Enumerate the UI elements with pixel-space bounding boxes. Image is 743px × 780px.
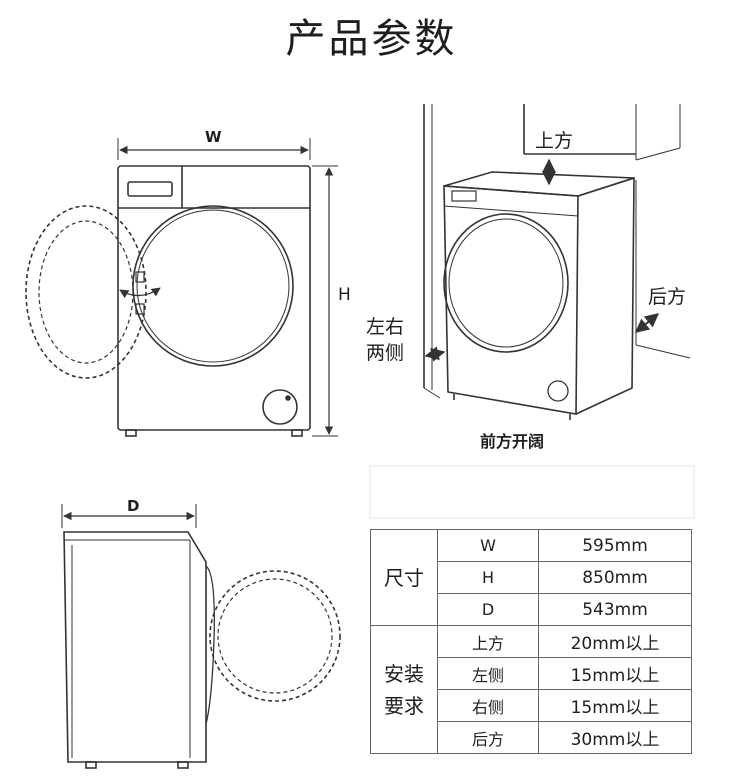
install-group-label-text: 安装要求 bbox=[384, 661, 424, 718]
table-row: 安装要求 上方 20mm以上 bbox=[370, 625, 692, 754]
spec-value: 543mm bbox=[538, 593, 692, 626]
spec-key: D bbox=[437, 593, 539, 626]
size-group-label: 尺寸 bbox=[370, 529, 438, 626]
width-label: W bbox=[205, 128, 222, 146]
table-row: 右侧 15mm以上 bbox=[371, 689, 692, 722]
side-view-drawing bbox=[61, 504, 341, 769]
page-title: 产品参数 bbox=[285, 16, 458, 62]
front-clearance-label: 前方开阔 bbox=[480, 432, 545, 451]
table-row: 尺寸 W 595mm bbox=[370, 529, 692, 626]
spec-key: 上方 bbox=[437, 625, 539, 658]
spec-value: 30mm以上 bbox=[538, 721, 692, 754]
spec-table: 尺寸 W 595mm H 850mm D 543mm 安装要求 上方 20mm以… bbox=[370, 529, 692, 754]
spec-value: 850mm bbox=[538, 561, 692, 594]
table-header-placeholder bbox=[369, 465, 695, 519]
spec-value: 595mm bbox=[538, 529, 692, 562]
spec-key: 左侧 bbox=[437, 657, 539, 690]
front-view-drawing bbox=[25, 138, 338, 437]
install-view-drawing bbox=[423, 104, 691, 420]
spec-key: W bbox=[437, 529, 539, 562]
spec-key: 右侧 bbox=[437, 689, 539, 722]
back-clearance-label: 后方 bbox=[648, 286, 687, 308]
top-clearance-label: 上方 bbox=[535, 130, 574, 152]
depth-label: D bbox=[127, 497, 140, 515]
spec-key: H bbox=[437, 561, 539, 594]
spec-key: 后方 bbox=[437, 721, 539, 754]
table-row: 后方 30mm以上 bbox=[371, 721, 692, 754]
side-clearance-label: 左右两侧 bbox=[366, 316, 405, 364]
spec-value: 15mm以上 bbox=[538, 657, 692, 690]
install-group-label: 安装要求 bbox=[370, 625, 438, 754]
height-label: H bbox=[338, 285, 351, 305]
table-row: 左侧 15mm以上 bbox=[371, 657, 692, 690]
spec-value: 20mm以上 bbox=[538, 625, 692, 658]
spec-value: 15mm以上 bbox=[538, 689, 692, 722]
table-row: D 543mm bbox=[371, 593, 692, 626]
